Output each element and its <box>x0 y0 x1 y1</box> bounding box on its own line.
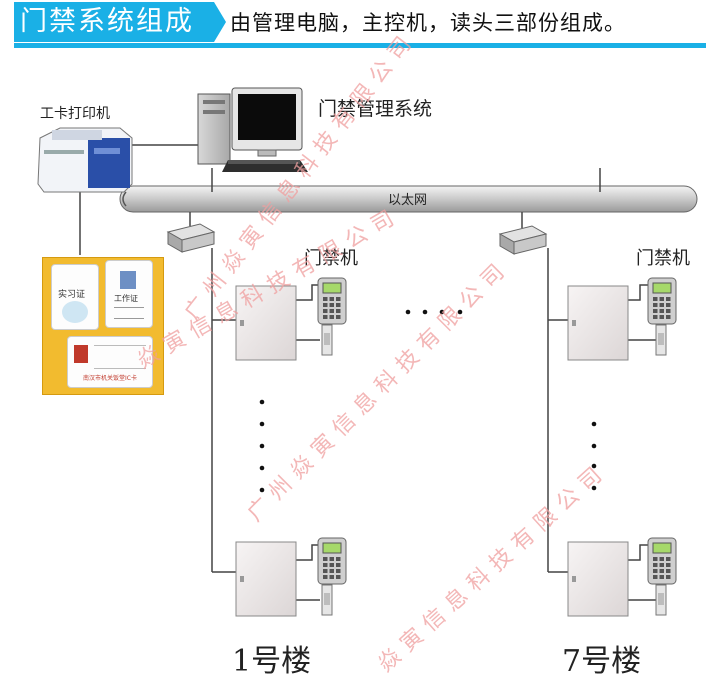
card-reader-key <box>323 575 328 579</box>
controller-box <box>235 541 297 617</box>
card-reader-screen <box>322 542 342 554</box>
card-reader-key <box>659 557 664 561</box>
controller-label-right: 门禁机 <box>636 248 690 269</box>
card-reader-key <box>329 309 334 313</box>
management-label: 门禁管理系统 <box>318 98 433 120</box>
ic-card: 南汉市机关饭堂IC卡 <box>67 336 153 388</box>
ic-card-lines <box>94 345 146 369</box>
card-reader-key <box>666 309 671 313</box>
card-reader-key <box>323 303 328 307</box>
intern-card-label: 实习证 <box>58 290 86 300</box>
card-reader-key <box>653 575 658 579</box>
controller-box <box>567 541 629 617</box>
card-reader-key <box>336 303 341 307</box>
controller-lock-slot <box>572 320 576 326</box>
card-reader-key <box>329 575 334 579</box>
converter-left-icon <box>166 223 216 253</box>
card-reader-key <box>659 309 664 313</box>
header-notch <box>214 2 226 42</box>
header-rule <box>14 43 706 48</box>
card-reader-key <box>336 315 341 319</box>
header-bar: 门禁系统组成 由管理电脑，主控机，读头三部份组成。 <box>0 0 706 48</box>
card-reader-key <box>323 315 328 319</box>
card-reader-key <box>329 297 334 301</box>
avatar <box>74 345 88 363</box>
card-reader-screen <box>322 282 342 294</box>
controller-lock-slot <box>240 320 244 326</box>
card-reader-key <box>329 303 334 307</box>
controller-label-left: 门禁机 <box>304 248 358 269</box>
work-card: 工作证 <box>105 260 153 328</box>
controller-box <box>567 285 629 361</box>
ic-card-label: 南汉市机关饭堂IC卡 <box>83 375 137 382</box>
card-reader-key <box>659 563 664 567</box>
computer-icon <box>197 87 308 172</box>
card-reader-key <box>329 563 334 567</box>
card-reader-key <box>659 569 664 573</box>
card-reader-key <box>659 303 664 307</box>
card-reader-key <box>653 563 658 567</box>
card-reader-key <box>666 575 671 579</box>
building-1-label: 1号楼 <box>232 644 312 679</box>
card-reader-key <box>666 297 671 301</box>
card-reader-key <box>666 557 671 561</box>
card-reader-key <box>336 563 341 567</box>
ellipsis-dots <box>259 309 597 493</box>
card-reader-key <box>666 569 671 573</box>
building-7-label: 7号楼 <box>562 644 642 679</box>
intern-card-art <box>62 301 88 323</box>
card-reader-key <box>659 575 664 579</box>
lock-bolt <box>658 593 664 605</box>
header-subtitle: 由管理电脑，主控机，读头三部份组成。 <box>230 11 626 35</box>
avatar <box>120 271 136 289</box>
ethernet-pipe <box>119 185 698 213</box>
card-reader-key <box>666 303 671 307</box>
card-reader-key <box>329 315 334 319</box>
card-reader-screen <box>652 542 672 554</box>
card-reader-screen <box>652 282 672 294</box>
card-reader-key <box>336 309 341 313</box>
card-reader-key <box>323 309 328 313</box>
card-reader-key <box>653 303 658 307</box>
card-reader-key <box>666 563 671 567</box>
controller-lock-slot <box>572 576 576 582</box>
converter-right-icon <box>498 225 548 255</box>
card-reader-key <box>659 297 664 301</box>
card-reader-key <box>666 315 671 319</box>
connection-lines <box>79 144 656 601</box>
intern-card: 实习证 <box>51 264 99 330</box>
card-reader-key <box>336 297 341 301</box>
card-reader-key <box>653 315 658 319</box>
card-reader-key <box>323 563 328 567</box>
lock-bolt <box>324 333 330 345</box>
card-reader-key <box>653 309 658 313</box>
card-reader-key <box>659 315 664 319</box>
controller-lock-slot <box>240 576 244 582</box>
id-cards-panel: 实习证 工作证 南汉市机关饭堂IC卡 <box>42 257 164 395</box>
work-card-lines <box>114 307 144 319</box>
card-reader-key <box>653 297 658 301</box>
ethernet-label: 以太网 <box>388 193 428 208</box>
card-printer-icon <box>37 127 133 193</box>
card-reader-key <box>323 557 328 561</box>
card-reader-key <box>323 569 328 573</box>
printer-label: 工卡打印机 <box>40 106 110 122</box>
controller-box <box>235 285 297 361</box>
card-reader-key <box>329 569 334 573</box>
card-reader-key <box>329 557 334 561</box>
lock-bolt <box>324 593 330 605</box>
header-title: 门禁系统组成 <box>14 2 214 42</box>
card-reader-key <box>653 557 658 561</box>
card-reader-key <box>336 557 341 561</box>
card-reader-key <box>336 575 341 579</box>
card-reader-key <box>653 569 658 573</box>
card-reader-key <box>323 297 328 301</box>
lock-bolt <box>658 333 664 345</box>
card-reader-key <box>336 569 341 573</box>
controller-boxes <box>235 277 677 617</box>
work-card-label: 工作证 <box>114 294 138 303</box>
